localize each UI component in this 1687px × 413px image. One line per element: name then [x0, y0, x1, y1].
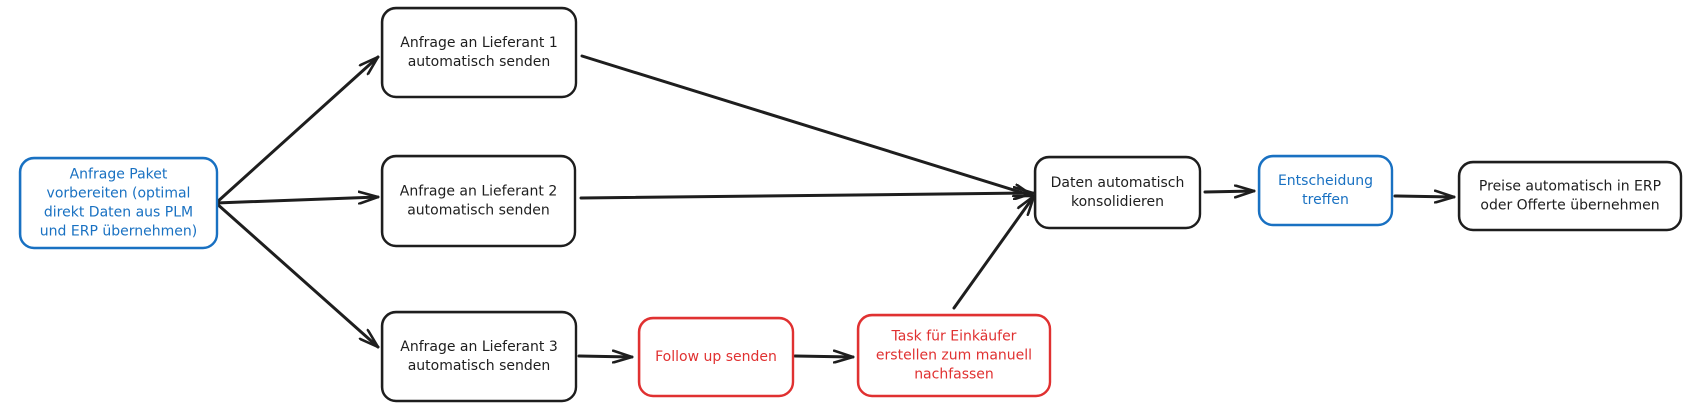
node-label-decision: Entscheidung treffen: [1278, 173, 1373, 208]
node-label-prices: Preise automatisch in ERP oder Offerte üb…: [1479, 179, 1661, 214]
node-box-sketch-prices: [1459, 162, 1681, 230]
arrow-prepare-to-supplier2: [214, 197, 380, 203]
node-label-line: und ERP übernehmen): [40, 224, 197, 240]
node-label-line: Task für Einkäufer: [891, 329, 1017, 345]
node-label-line: Follow up senden: [655, 349, 777, 365]
node-box-consolidate: [1033, 155, 1202, 230]
node-label-line: erstellen zum manuell: [876, 348, 1032, 364]
arrow-prepare-to-supplier1: [214, 55, 380, 205]
arrow-supplier2-to-consolidate: [579, 193, 1035, 198]
node-label-line: vorbereiten (optimal: [47, 186, 191, 202]
node-label-line: automatisch senden: [407, 203, 550, 219]
node-box-decision: [1257, 154, 1394, 227]
arrow-task-to-consolidate: [952, 194, 1036, 310]
edges-layer: [214, 54, 1456, 357]
arrow-consolidate-to-decision: [1203, 191, 1256, 192]
node-label-line: treffen: [1302, 192, 1349, 208]
arrow-supplier1-to-consolidate: [580, 54, 1035, 198]
node-box-sketch-consolidate: [1035, 157, 1200, 228]
node-supplier3: Anfrage an Lieferant 3 automatisch senden: [380, 310, 578, 403]
node-prices: Preise automatisch in ERP oder Offerte üb…: [1457, 160, 1683, 232]
node-label-supplier1: Anfrage an Lieferant 1 automatisch senden: [400, 35, 557, 70]
node-label-line: Anfrage an Lieferant 2: [400, 184, 557, 200]
arrow-followup-to-task: [793, 356, 855, 357]
arrow-decision-to-prices: [1393, 196, 1456, 197]
node-box-sketch-supplier3: [382, 312, 576, 401]
node-label-line: automatisch senden: [408, 358, 551, 374]
node-label-line: Entscheidung: [1278, 173, 1373, 189]
node-consolidate: Daten automatisch konsolidieren: [1033, 155, 1202, 230]
node-label-line: Anfrage Paket: [70, 167, 168, 183]
node-box-sketch-supplier1: [382, 8, 576, 97]
node-label-line: Daten automatisch: [1051, 175, 1185, 191]
node-box-sketch-decision: [1259, 156, 1392, 225]
node-box-supplier1: [380, 6, 578, 99]
node-supplier1: Anfrage an Lieferant 1 automatisch senden: [380, 6, 578, 99]
node-label-supplier2: Anfrage an Lieferant 2 automatisch senden: [400, 184, 557, 219]
nodes-layer: Anfrage Paket vorbereiten (optimal direkt …: [18, 6, 1683, 403]
node-label-line: oder Offerte übernehmen: [1480, 198, 1659, 214]
node-label-line: Anfrage an Lieferant 3: [400, 339, 557, 355]
node-box-sketch-task: [858, 315, 1050, 396]
node-prepare: Anfrage Paket vorbereiten (optimal direkt …: [18, 156, 219, 250]
node-label-prepare: Anfrage Paket vorbereiten (optimal direkt …: [40, 167, 197, 240]
node-label-line: automatisch senden: [408, 54, 551, 70]
node-label-line: konsolidieren: [1071, 194, 1164, 210]
arrow-supplier3-to-followup: [577, 356, 634, 357]
node-label-line: direkt Daten aus PLM: [44, 205, 193, 221]
node-label-line: Preise automatisch in ERP: [1479, 179, 1661, 195]
node-label-supplier3: Anfrage an Lieferant 3 automatisch senden: [400, 339, 557, 374]
arrow-prepare-to-supplier3: [214, 201, 380, 349]
node-task: Task für Einkäufer erstellen zum manuell n…: [856, 313, 1052, 398]
node-supplier2: Anfrage an Lieferant 2 automatisch senden: [380, 154, 577, 248]
node-box-sketch-prepare: [20, 158, 217, 248]
node-box-sketch-followup: [639, 318, 793, 396]
node-label-consolidate: Daten automatisch konsolidieren: [1051, 175, 1185, 210]
node-label-line: nachfassen: [914, 367, 994, 383]
node-followup: Follow up senden: [637, 316, 795, 398]
node-box-supplier2: [380, 154, 577, 248]
node-box-sketch-supplier2: [382, 156, 575, 246]
node-decision: Entscheidung treffen: [1257, 154, 1394, 227]
node-label-task: Task für Einkäufer erstellen zum manuell n…: [876, 329, 1032, 383]
node-label-line: Anfrage an Lieferant 1: [400, 35, 557, 51]
node-label-followup: Follow up senden: [655, 349, 777, 365]
node-box-prices: [1457, 160, 1683, 232]
node-box-supplier3: [380, 310, 578, 403]
